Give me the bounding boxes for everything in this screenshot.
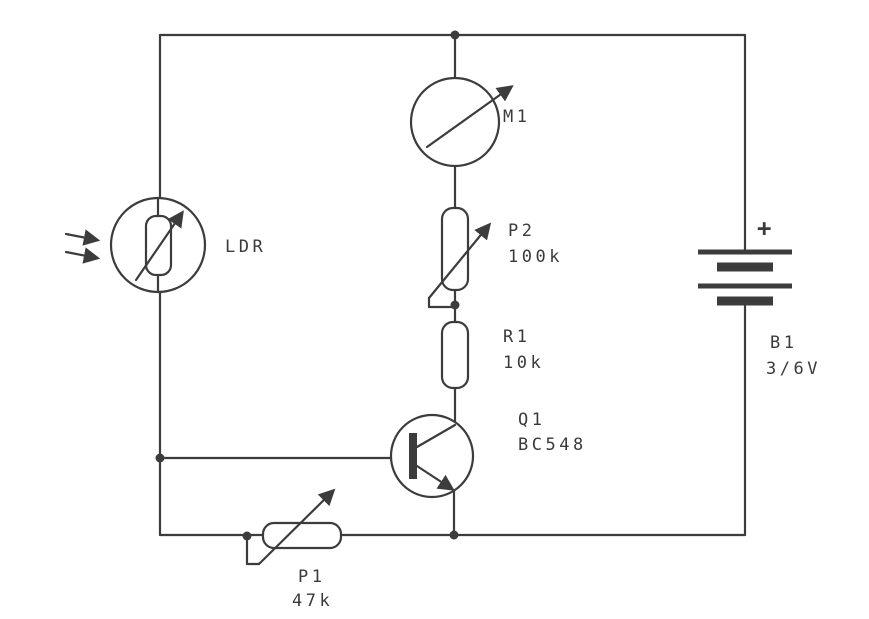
b1-label: B1 xyxy=(770,333,797,353)
p1-label: P1 xyxy=(298,567,325,587)
meter-needle-arrow-icon xyxy=(425,85,514,149)
junction-dots xyxy=(155,30,460,541)
p2-label: P2 xyxy=(508,221,535,241)
junction-dot xyxy=(449,530,459,540)
p2-wiper-loop xyxy=(427,296,457,309)
m1-label: M1 xyxy=(503,107,530,127)
q1-envelope-circle xyxy=(389,413,475,499)
r1-label: R1 xyxy=(503,327,530,347)
junction-dot xyxy=(450,300,460,310)
junction-dot xyxy=(155,453,165,463)
meter-circle xyxy=(409,76,501,168)
q1-collector-line xyxy=(415,423,457,449)
battery-b1-component xyxy=(698,249,792,306)
q1-base-bar xyxy=(409,433,417,479)
p1-resistor-body xyxy=(261,521,343,550)
light-arrow-icon xyxy=(64,229,101,246)
q1-value: BC548 xyxy=(518,435,587,455)
r1-resistor-body xyxy=(440,320,470,390)
meter-m1-component xyxy=(409,76,514,168)
resistor-r1-component xyxy=(440,320,470,390)
wires xyxy=(158,33,747,537)
ldr-label: LDR xyxy=(225,237,266,257)
p2-value: 100k xyxy=(508,247,563,267)
labels: LDR M1 P2 100k R1 10k Q1 BC548 + B1 3/6V… xyxy=(225,107,821,611)
p1-wiper-arrow-icon xyxy=(257,488,336,566)
p1-value: 47k xyxy=(292,591,333,611)
p1-wiper-loop xyxy=(245,535,261,566)
r1-value: 10k xyxy=(503,353,544,373)
b1-value: 3/6V xyxy=(766,359,821,379)
junction-dot xyxy=(450,30,460,40)
transistor-q1-component xyxy=(389,413,475,499)
q1-label: Q1 xyxy=(518,410,545,430)
light-arrow-icon xyxy=(64,247,101,264)
potentiometer-p2-component xyxy=(427,206,492,309)
ldr-variable-arrow-icon xyxy=(134,210,184,282)
q1-emitter-arrow-icon xyxy=(415,464,455,491)
ldr-component xyxy=(64,196,207,294)
battery-plus-sign: + xyxy=(757,214,771,242)
potentiometer-p1-component xyxy=(245,488,343,566)
p2-wiper-arrow-icon xyxy=(427,222,492,300)
junction-dot xyxy=(242,531,252,541)
